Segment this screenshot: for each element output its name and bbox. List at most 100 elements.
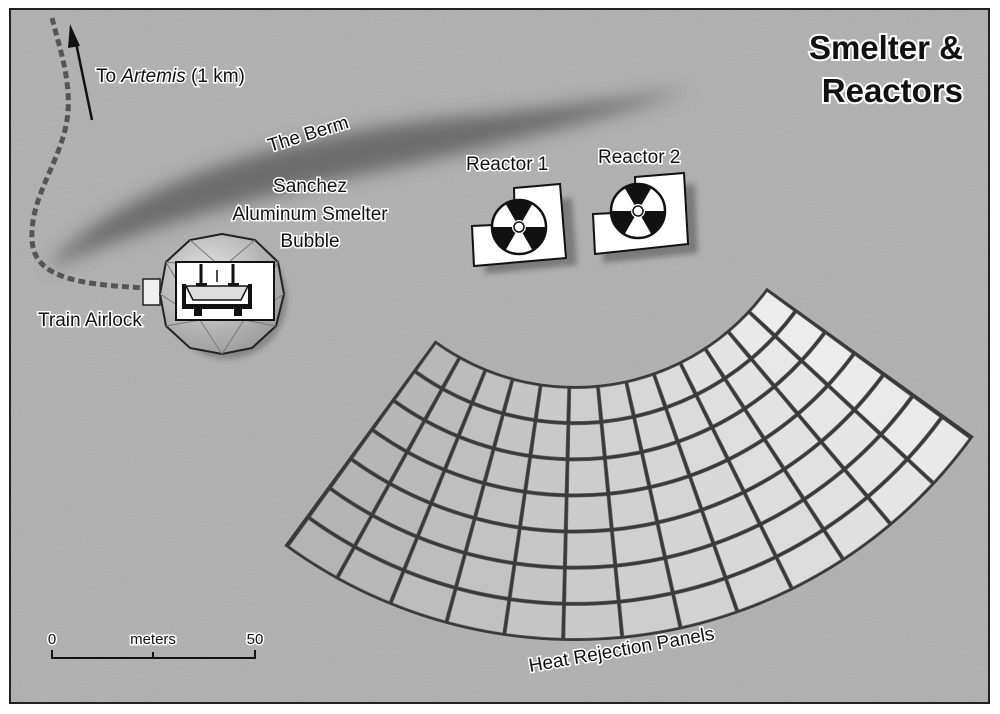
- heat-rejection-panel: [460, 404, 502, 447]
- heat-rejection-panel: [729, 440, 783, 491]
- heat-rejection-panel: [416, 343, 458, 387]
- heat-rejection-panel: [778, 531, 842, 588]
- heat-rejection-panel: [495, 415, 534, 455]
- heat-rejection-panel: [565, 567, 618, 603]
- heat-rejection-panel: [467, 519, 519, 562]
- heat-rejection-panel: [405, 538, 464, 587]
- heat-rejection-panel: [448, 589, 508, 634]
- heat-rejection-panel: [616, 559, 672, 601]
- heat-rejection-panel: [766, 416, 819, 468]
- heat-rejection-panel: [745, 471, 802, 523]
- heat-rejection-panel: [446, 438, 493, 482]
- smelter-label-line1: Sanchez: [273, 176, 347, 197]
- heat-rejection-panel: [613, 524, 664, 565]
- heat-rejection-panel: [799, 387, 853, 440]
- heat-rejection-panel: [776, 312, 824, 359]
- smelter-label-line2: Aluminum Smelter: [232, 204, 388, 225]
- heat-rejection-panel: [635, 409, 676, 451]
- arrow-head-icon: [68, 24, 80, 48]
- heat-rejection-panel: [476, 485, 524, 526]
- heat-rejection-panel: [869, 461, 932, 523]
- heat-rejection-panel: [846, 436, 906, 495]
- scale-bar: 0 meters 50: [46, 630, 265, 659]
- heat-rejection-panel: [909, 418, 970, 482]
- radiation-icon: [609, 182, 667, 240]
- heat-rejection-panel: [433, 471, 483, 517]
- train-airlock-label: Train Airlock: [38, 310, 142, 331]
- heat-rejection-panel: [505, 380, 540, 419]
- heat-rejection-panel: [352, 431, 406, 482]
- heat-rejection-panel: [374, 402, 423, 450]
- heat-rejection-panel: [395, 372, 441, 419]
- heat-rejection-panel: [753, 337, 800, 385]
- smelter-label-line3: Bubble: [280, 231, 339, 252]
- radiation-icon: [490, 198, 548, 256]
- map-title-line1: Smelter &: [809, 29, 963, 66]
- reactor-1-label: Reactor 1: [466, 154, 548, 175]
- heat-rejection-panel: [825, 498, 889, 558]
- heat-rejection-panel: [776, 362, 826, 412]
- heat-rejection-panel: [457, 554, 514, 598]
- heat-rejection-panel: [856, 376, 911, 433]
- heat-rejection-panel: [691, 461, 743, 509]
- reactor-2-label: Reactor 2: [598, 147, 680, 168]
- heat-rejection-panel: [715, 526, 775, 577]
- heat-rejection-panel: [409, 422, 457, 469]
- heat-rejection-panel: [643, 443, 688, 486]
- scale-start: 0: [48, 631, 56, 648]
- heat-rejection-panel: [706, 333, 750, 377]
- berm: [45, 90, 690, 270]
- heat-rejection-panel: [505, 600, 563, 639]
- heat-rejection-panel: [567, 495, 611, 531]
- heat-rejection-panel: [606, 453, 648, 493]
- heat-rejection-panel: [805, 471, 866, 528]
- train-airlock: [142, 278, 161, 306]
- heat-rejection-panel: [569, 423, 604, 458]
- heat-rejection-panels: [284, 287, 974, 642]
- heat-rejection-panel: [338, 548, 403, 602]
- heat-rejection-panel: [602, 418, 640, 457]
- heat-rejection-panel: [374, 485, 430, 535]
- heat-rejection-panel: [651, 477, 700, 521]
- heat-rejection-panel: [356, 517, 416, 569]
- heat-rejection-panel: [564, 603, 621, 639]
- heat-rejection-panel: [486, 450, 529, 491]
- heat-rejection-panel: [609, 488, 656, 529]
- heat-rejection-panel: [762, 501, 822, 555]
- heat-rejection-panel: [703, 493, 759, 543]
- heat-rejection-panel: [666, 545, 724, 592]
- heat-rejection-panel: [697, 380, 743, 426]
- heat-rejection-panel: [444, 359, 484, 402]
- train-track: [29, 17, 151, 291]
- reactor-2: [591, 171, 698, 263]
- heat-rejection-panel: [569, 387, 600, 422]
- heat-rejection-panel: [786, 443, 843, 498]
- heat-rejection-panel: [419, 505, 474, 552]
- heat-rejection-panel: [526, 457, 567, 494]
- smelter-bubble: [142, 232, 287, 359]
- heat-rejection-panel: [599, 383, 633, 421]
- heat-rejection-panel: [674, 579, 736, 627]
- heat-rejection-panel: [823, 411, 879, 468]
- scale-end: 50: [247, 631, 264, 648]
- heat-rejection-panel: [532, 421, 568, 458]
- heat-rejection-panel: [829, 354, 882, 408]
- heat-rejection-panel: [391, 453, 443, 502]
- heat-rejection-panel: [658, 511, 712, 557]
- heat-rejection-panel: [289, 519, 353, 577]
- heat-rejection-panel: [803, 333, 853, 384]
- heat-rejection-panel: [426, 390, 471, 435]
- heat-rejection-panel: [566, 531, 614, 567]
- heat-rejection-panel: [746, 388, 796, 437]
- heat-rejection-panel: [667, 396, 711, 440]
- scale-unit: meters: [130, 631, 176, 648]
- heat-rejection-panel: [726, 360, 773, 407]
- heat-rejection-panel: [627, 375, 664, 415]
- heat-rejection-panel: [568, 459, 607, 494]
- heat-rejection-panel: [681, 350, 723, 393]
- direction-arrow-line: [73, 37, 94, 121]
- heat-rejection-panel: [473, 371, 512, 412]
- map-title-line2: Reactors: [822, 72, 963, 109]
- heat-rejection-panel: [310, 489, 371, 545]
